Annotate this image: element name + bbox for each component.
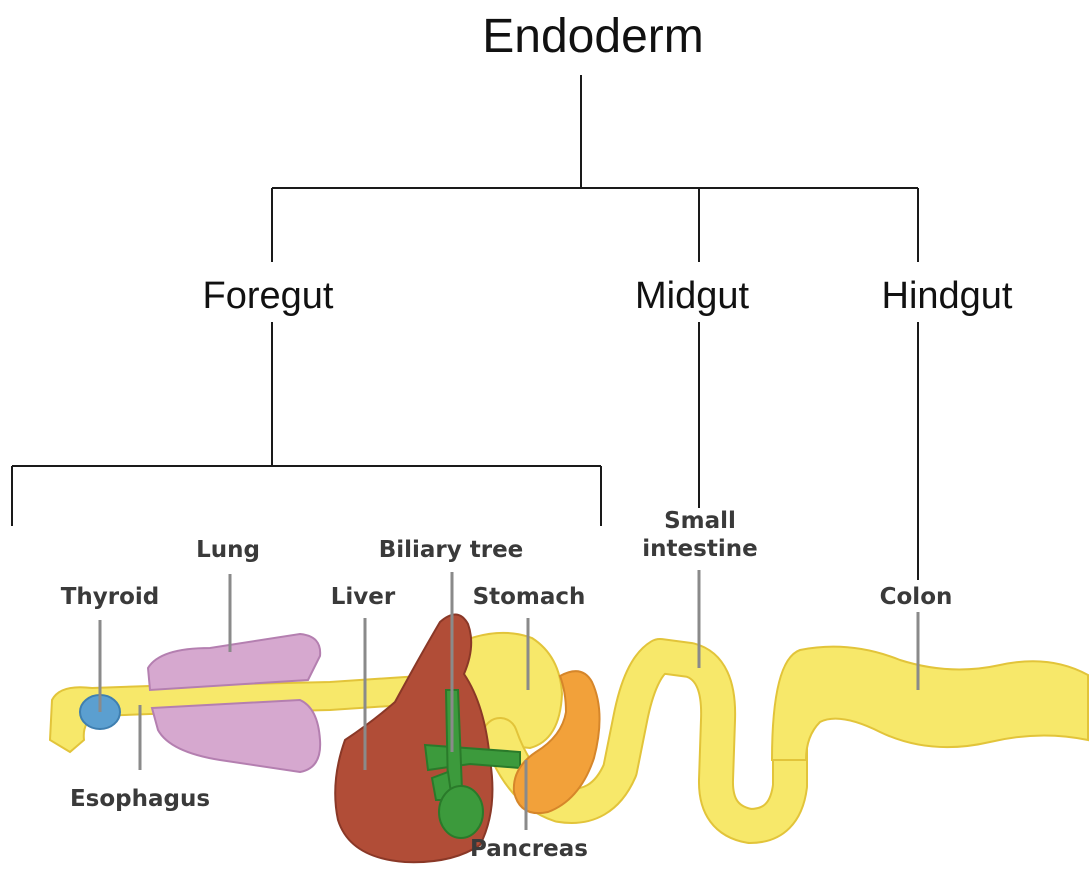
midgut-label: Midgut xyxy=(635,275,749,317)
lung-lower xyxy=(152,700,320,772)
colon xyxy=(772,647,1088,760)
biliary-tree-label: Biliary tree xyxy=(379,537,524,563)
small-intestine-label-line1: Small xyxy=(664,508,736,534)
lung-label: Lung xyxy=(196,537,260,563)
liver-label: Liver xyxy=(331,584,396,610)
foregut-label: Foregut xyxy=(203,275,334,317)
esophagus-label: Esophagus xyxy=(70,786,210,812)
gallbladder xyxy=(439,786,483,838)
pancreas-label: Pancreas xyxy=(470,836,588,862)
stomach-label: Stomach xyxy=(473,584,586,610)
hindgut-label: Hindgut xyxy=(882,275,1013,317)
small-intestine-label-line2: intestine xyxy=(642,536,757,562)
lung-upper xyxy=(148,634,320,690)
colon-label: Colon xyxy=(880,584,953,610)
thyroid-label: Thyroid xyxy=(61,584,160,610)
tree-connectors xyxy=(12,75,918,580)
root-label: Endoderm xyxy=(482,10,703,63)
